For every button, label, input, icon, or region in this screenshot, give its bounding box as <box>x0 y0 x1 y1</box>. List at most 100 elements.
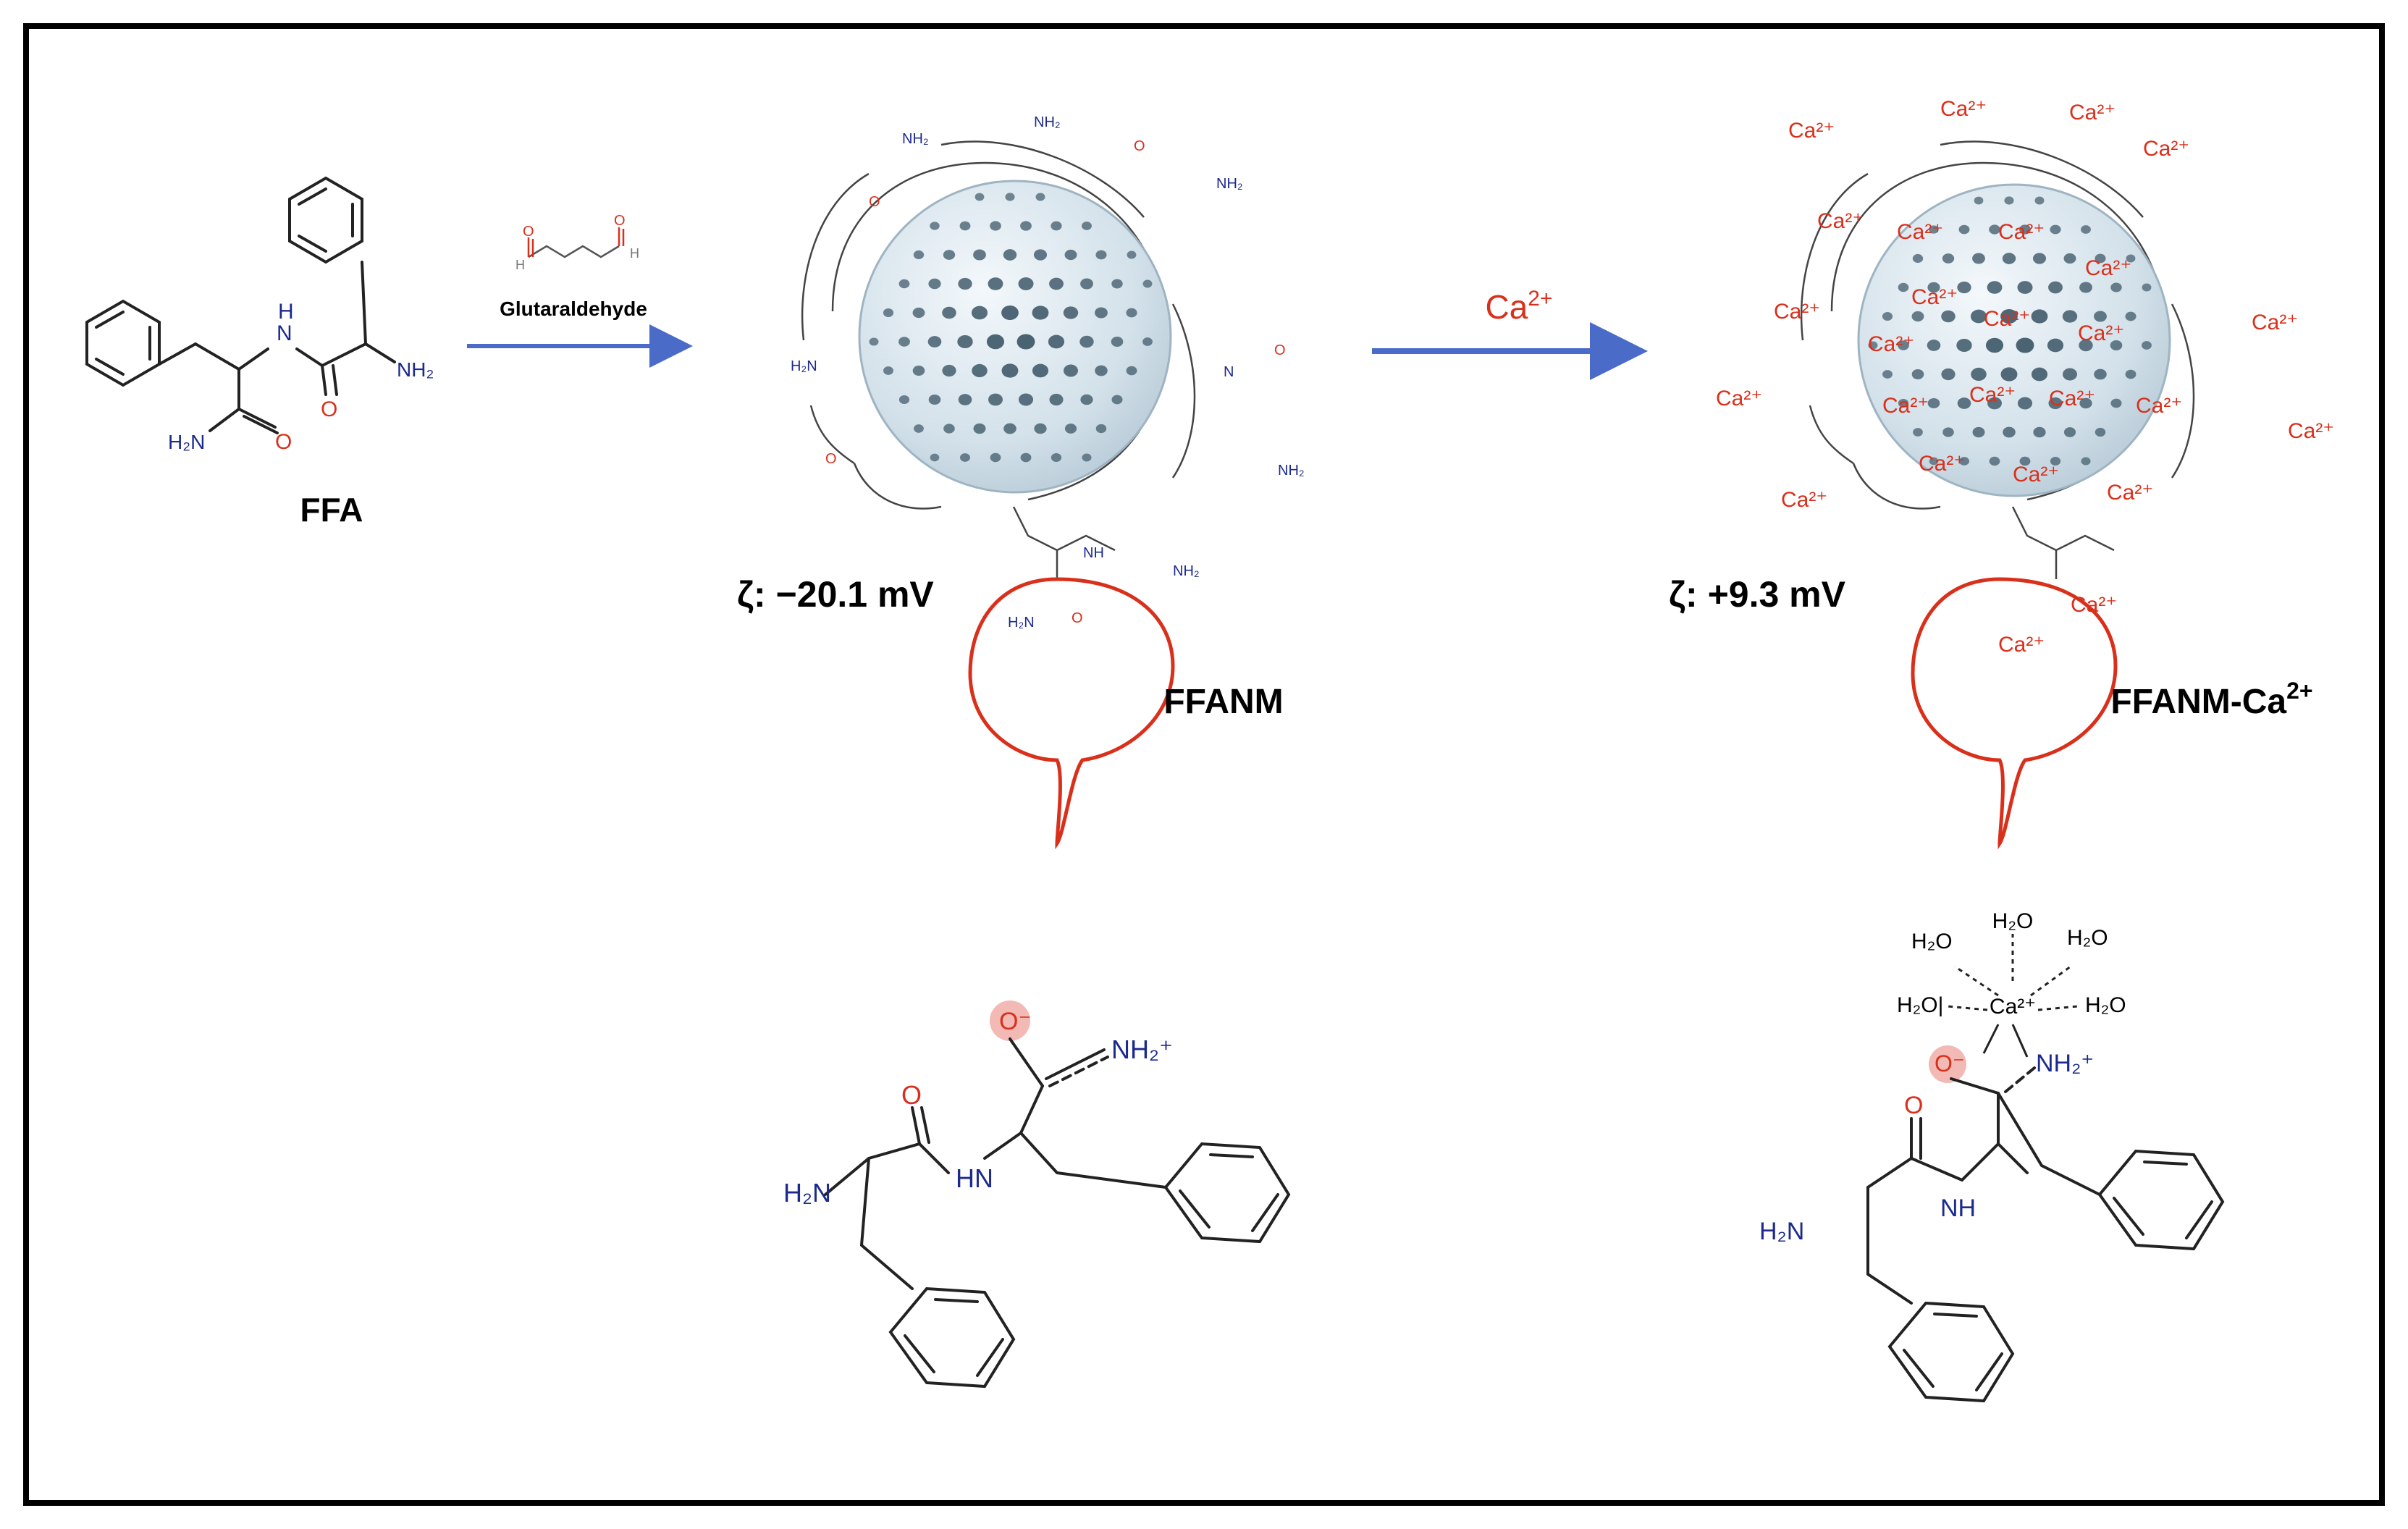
sphere-pore <box>1127 250 1137 259</box>
ffa-molecule: N H O O NH₂ H₂N FFA <box>85 176 434 528</box>
calcium-ion: Ca²⁺ <box>1774 300 1820 324</box>
water-mid-right: H₂O <box>2085 993 2126 1017</box>
calcium-ion: Ca²⁺ <box>1781 488 1827 512</box>
water-upper-left: H₂O <box>1911 930 1953 953</box>
ffanm-pores <box>869 193 1153 463</box>
sphere-pore <box>883 308 894 317</box>
sphere-pore <box>943 250 956 260</box>
outer-frame <box>23 23 2385 1506</box>
sphere-pore <box>990 452 1001 463</box>
ffanm-ca-zeta: ζ: +9.3 mV <box>1669 574 1846 615</box>
sphere-pore <box>883 366 893 375</box>
sphere-pore <box>958 394 972 405</box>
sphere-pore <box>2081 457 2091 466</box>
shell-n-2: N <box>1224 364 1234 380</box>
sphere-pore <box>2079 282 2092 293</box>
calcium-ion: Ca²⁺ <box>1817 209 1864 233</box>
shell-o-4: O <box>1274 342 1286 358</box>
sphere-pore <box>2050 456 2061 466</box>
sphere-pore <box>2000 367 2018 382</box>
sphere-pore <box>1051 221 1062 231</box>
sphere-pore <box>974 193 985 201</box>
glut-h2: H <box>630 246 639 261</box>
sphere-pore <box>1111 336 1124 348</box>
ffanm-ca-detail-structure: H₂O H₂O H₂O H₂O| H₂O Ca²⁺ O⁻ NH₂⁺ O NH H… <box>1759 909 2225 1403</box>
sphere-pore <box>942 306 956 319</box>
sphere-pore <box>1941 368 1956 381</box>
sphere-pore <box>1929 457 1939 466</box>
detail-left-h2n: H₂N <box>783 1178 831 1208</box>
sphere-pore <box>2031 367 2048 382</box>
calcium-ion: Ca²⁺ <box>1998 220 2045 244</box>
shell-amide-top: NH₂ <box>902 131 929 147</box>
sphere-pore <box>2017 397 2033 410</box>
shell-amide-top2: NH₂ <box>1034 114 1061 130</box>
sphere-pore <box>1001 363 1019 378</box>
sphere-pore <box>1064 364 1078 377</box>
shell-amide-right2: NH₂ <box>1278 463 1305 479</box>
sphere-pore <box>1020 452 1032 463</box>
detail-right-nh2-plus: NH₂⁺ <box>2036 1050 2094 1077</box>
sphere-pore <box>1957 397 1971 409</box>
sphere-pore <box>2063 427 2076 437</box>
sphere-pore <box>2142 283 2152 292</box>
sphere-pore <box>942 364 956 377</box>
ffa-amide-h2n: H₂N <box>168 431 205 453</box>
sphere-pore <box>1033 249 1048 261</box>
ffa-carbonyl-o1: O <box>321 397 337 421</box>
sphere-pore <box>986 334 1005 350</box>
sphere-pore <box>2125 369 2137 379</box>
shell-h2n-bottom: H₂N <box>1008 615 1035 631</box>
sphere-pore <box>914 424 924 433</box>
sphere-pore <box>2016 337 2034 353</box>
sphere-pore <box>1989 224 2000 235</box>
sphere-pore <box>990 221 1001 231</box>
sphere-pore <box>1958 224 1970 235</box>
ffanm-ca-callout-bubble <box>1911 577 2118 850</box>
sphere-pore <box>928 394 941 405</box>
sphere-pore <box>957 334 973 349</box>
sphere-pore <box>959 221 971 231</box>
sphere-pore <box>1016 334 1035 350</box>
sphere-pore <box>2034 196 2045 205</box>
sphere-pore <box>943 424 955 434</box>
ffanm-callout-bubble <box>968 577 1175 850</box>
sphere-pore <box>1972 426 1985 438</box>
sphere-pore <box>1080 278 1093 290</box>
sphere-pore <box>1929 225 1939 234</box>
sphere-pore <box>2032 253 2047 264</box>
sphere-pore <box>2019 224 2031 235</box>
water-top: H₂O <box>1992 909 2034 933</box>
calcium-ion: Ca²⁺ <box>2288 419 2334 443</box>
sphere-pore <box>2004 196 2014 205</box>
sphere-pore <box>1882 370 1893 379</box>
shell-amide-right: NH₂ <box>1216 176 1243 192</box>
sphere-pore <box>2110 398 2122 408</box>
sphere-pore <box>2095 427 2106 437</box>
sphere-pore <box>988 277 1003 290</box>
glut-o1: O <box>523 224 534 240</box>
sphere-pore <box>1095 307 1108 319</box>
sphere-pore <box>2033 426 2046 438</box>
calcium-ion: Ca²⁺ <box>2136 394 2182 418</box>
sphere-pore <box>1898 282 1909 292</box>
sphere-pore <box>2125 311 2137 321</box>
sphere-pore <box>913 250 925 260</box>
glutaraldehyde-label: Glutaraldehyde <box>500 298 647 320</box>
sphere-pore <box>2000 308 2018 324</box>
shell-nh2-bottom: NH₂ <box>1173 563 1200 579</box>
sphere-pore <box>1126 308 1137 318</box>
sphere-pore <box>1020 221 1032 231</box>
sphere-pore <box>1942 427 1954 437</box>
sphere-pore <box>1974 196 1984 205</box>
sphere-pore <box>1898 340 1909 350</box>
sphere-pore <box>1126 366 1137 376</box>
shell-o-5: O <box>1072 610 1083 626</box>
calcium-ion: Ca²⁺ <box>1919 452 1965 476</box>
sphere-pore <box>1957 281 1971 294</box>
sphere-pore <box>1018 393 1034 406</box>
sphere-pore <box>2019 456 2031 466</box>
calcium-ion: Ca²⁺ <box>2069 101 2116 125</box>
sphere-pore <box>1111 395 1123 405</box>
